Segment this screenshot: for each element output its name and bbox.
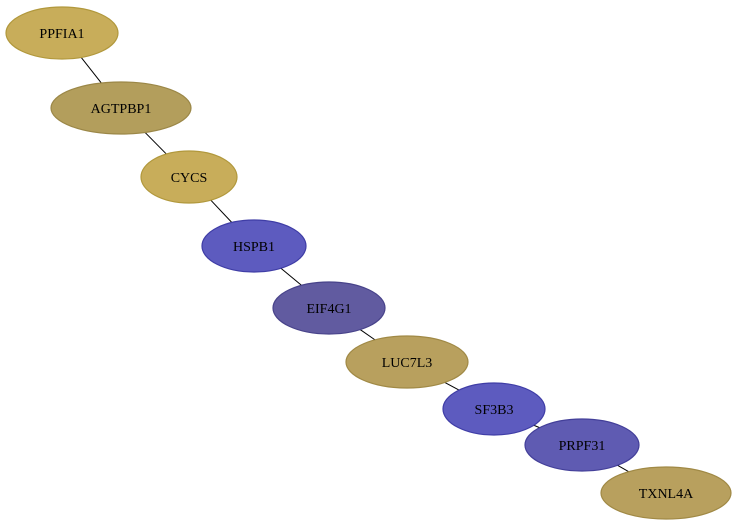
node-label: EIF4G1 [306,302,351,317]
node-eif4g1[interactable]: EIF4G1 [272,281,386,335]
node-ellipse [50,81,192,135]
node-ellipse [345,335,469,389]
node-label: PPFIA1 [39,27,84,42]
edge-ppfia1-agtpbp1 [80,57,102,84]
node-label: TXNL4A [639,487,694,502]
edge-sf3b3-prpf31 [533,424,540,429]
node-txnl4a[interactable]: TXNL4A [600,466,732,520]
node-ellipse [140,150,238,204]
node-prpf31[interactable]: PRPF31 [524,418,640,472]
node-ellipse [272,281,386,335]
node-cycs[interactable]: CYCS [140,150,238,204]
edge-agtpbp1-cycs [144,132,167,155]
node-ellipse [524,418,640,472]
node-label: HSPB1 [233,240,275,255]
node-ppfia1[interactable]: PPFIA1 [5,6,119,60]
node-ellipse [442,382,546,436]
node-agtpbp1[interactable]: AGTPBP1 [50,81,192,135]
node-label: SF3B3 [475,403,514,418]
node-hspb1[interactable]: HSPB1 [201,219,307,273]
node-ellipse [5,6,119,60]
edge-prpf31-txnl4a [617,464,629,473]
node-label: CYCS [171,171,208,186]
edge-luc7l3-sf3b3 [444,381,460,391]
node-label: LUC7L3 [382,356,433,371]
node-sf3b3[interactable]: SF3B3 [442,382,546,436]
node-ellipse [600,466,732,520]
node-label: AGTPBP1 [91,102,152,117]
node-ellipse [201,219,307,273]
edge-eif4g1-luc7l3 [359,329,376,341]
edge-layer [80,57,629,473]
edge-hspb1-eif4g1 [280,267,302,286]
node-label: PRPF31 [559,439,606,454]
edge-cycs-hspb1 [210,199,233,223]
node-luc7l3[interactable]: LUC7L3 [345,335,469,389]
